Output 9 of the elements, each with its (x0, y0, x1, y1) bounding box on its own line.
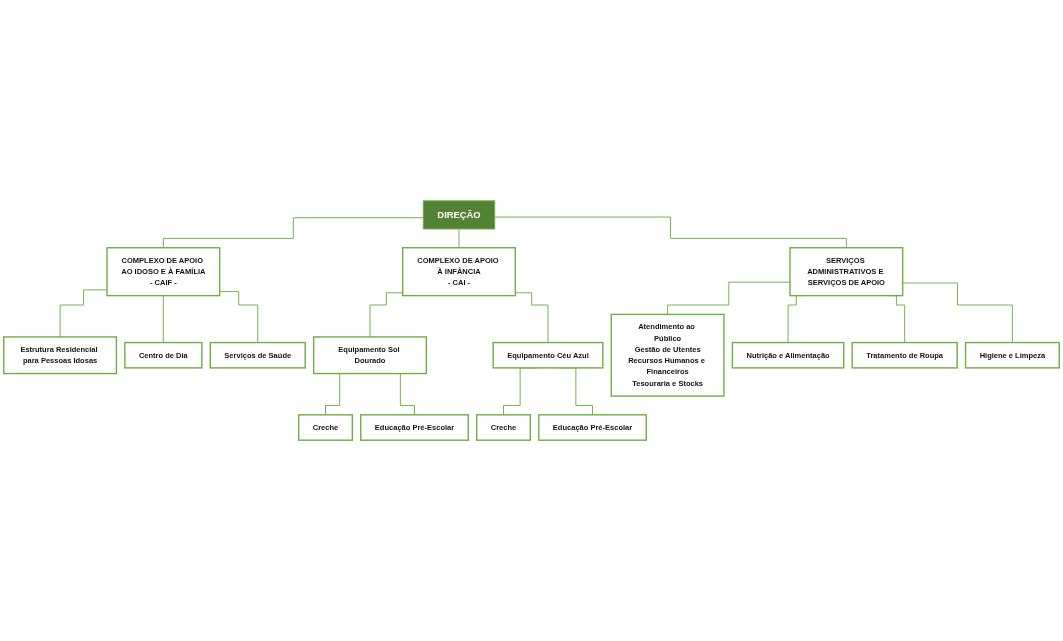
connector (162, 295, 164, 344)
connector (458, 228, 460, 249)
node-box: DIREÇÃO (422, 200, 496, 230)
connector (162, 217, 424, 249)
connector (902, 282, 1013, 344)
connector (59, 289, 108, 338)
connector (219, 291, 259, 344)
connector (667, 281, 791, 315)
connector (494, 216, 847, 249)
